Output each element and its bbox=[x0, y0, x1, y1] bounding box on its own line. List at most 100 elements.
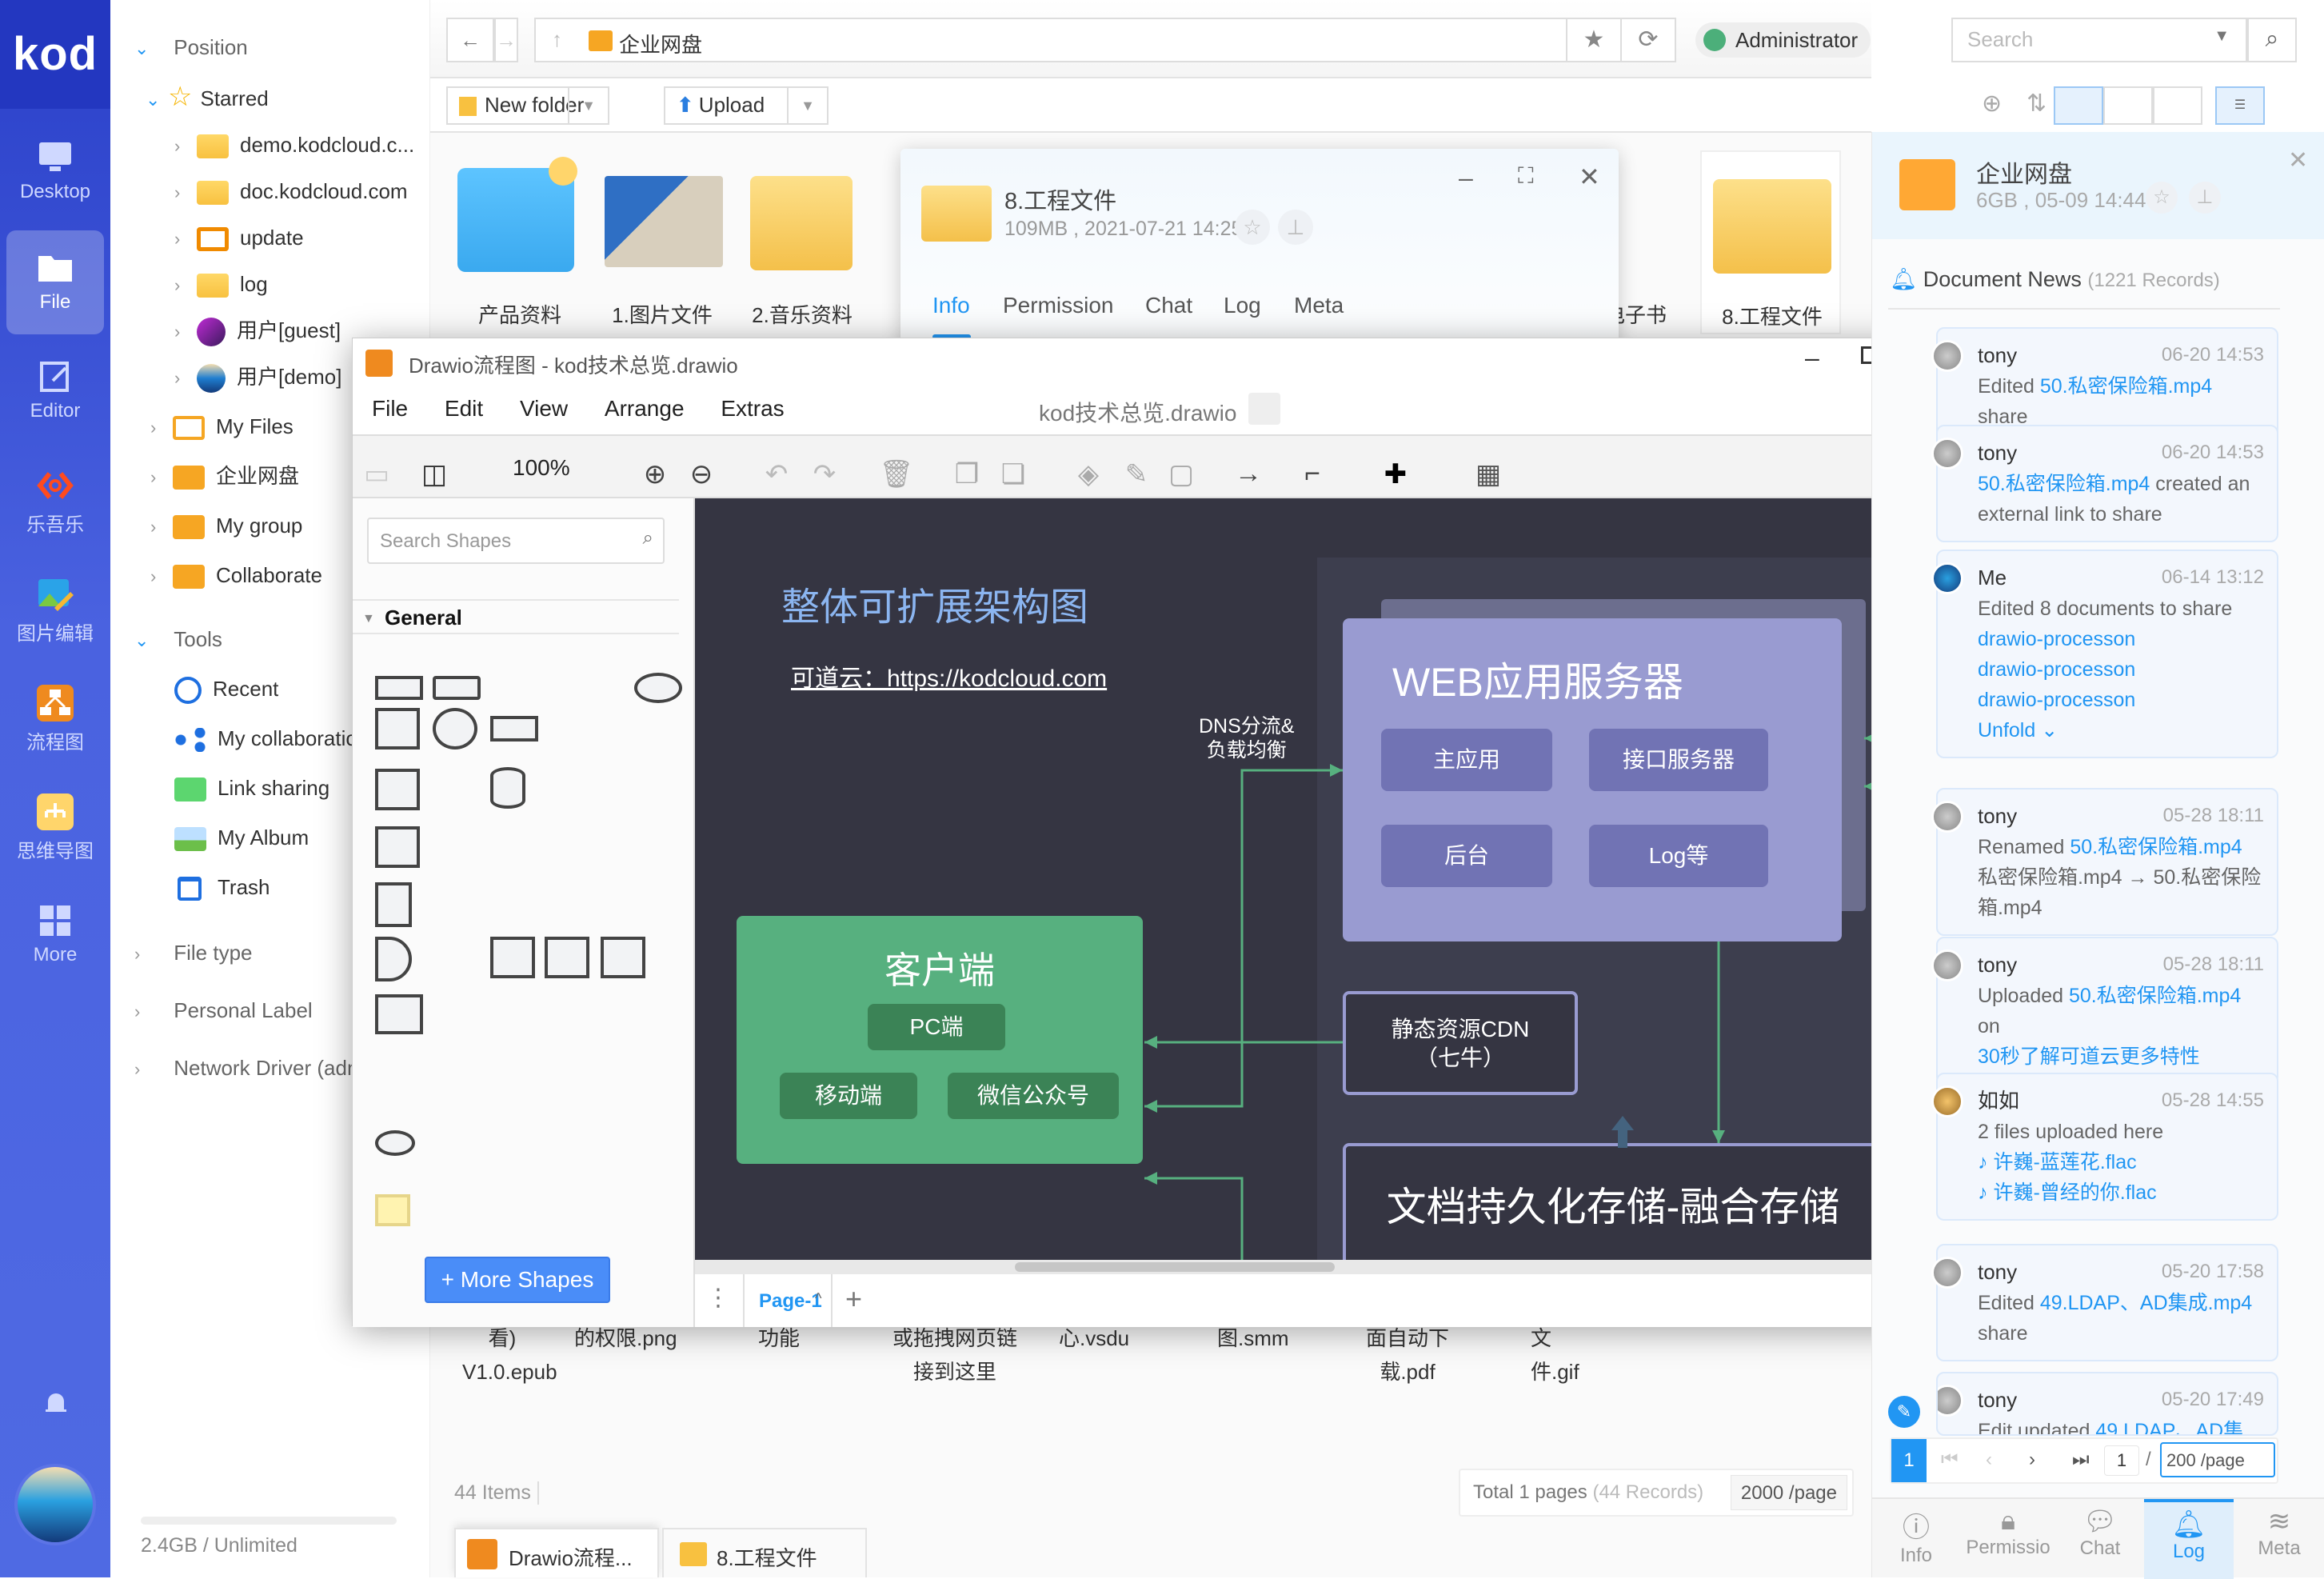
shadow-icon[interactable]: ▢ bbox=[1168, 459, 1195, 490]
minimize-button[interactable]: – bbox=[1459, 163, 1473, 192]
last-page-button[interactable]: ⏭ bbox=[2072, 1449, 2090, 1470]
menu-extras[interactable]: Extras bbox=[721, 396, 785, 421]
page-tab[interactable]: Page-1 bbox=[759, 1290, 822, 1312]
address-bar[interactable]: ↑ 企业网盘 bbox=[534, 18, 1614, 62]
file-icon-book-folder[interactable] bbox=[457, 168, 574, 272]
file-name[interactable]: 2.音乐资料 bbox=[752, 303, 853, 327]
format-panel-icon[interactable]: ◫ bbox=[421, 459, 448, 490]
folder-button[interactable] bbox=[1248, 393, 1280, 425]
tab-chat[interactable]: 💬︎Chat bbox=[2079, 1506, 2121, 1559]
tree-starred-item[interactable]: ›update bbox=[174, 218, 304, 258]
rail-desktop[interactable]: Desktop bbox=[6, 120, 104, 224]
diagram-link[interactable]: 可道云：https://kodcloud.com bbox=[791, 666, 1108, 692]
per-page-select[interactable]: 2000 /page bbox=[1730, 1475, 1847, 1510]
tree-starred-item[interactable]: ›用户[demo] bbox=[174, 357, 342, 397]
zoom-out-icon[interactable]: ⊖ bbox=[689, 459, 713, 490]
tree-starred-item[interactable]: ›log bbox=[174, 264, 268, 304]
sort-icon[interactable]: ⇅ bbox=[2027, 90, 2047, 117]
waypoints-icon[interactable]: ⌐ bbox=[1304, 458, 1320, 489]
prev-page-button[interactable]: ‹ bbox=[1986, 1449, 1992, 1470]
cdn-node[interactable]: 静态资源CDN（七牛） bbox=[1343, 991, 1578, 1095]
file-name[interactable]: 1.图片文件 bbox=[612, 303, 713, 327]
rail-le5le[interactable]: 乐吾乐 bbox=[6, 448, 104, 552]
taskbar-folder[interactable]: 8.工程文件 bbox=[662, 1528, 867, 1577]
view-list-button[interactable] bbox=[2103, 86, 2153, 125]
view-split-button[interactable] bbox=[2153, 86, 2202, 125]
tree-personal-label[interactable]: › Personal Label bbox=[134, 998, 313, 1022]
star-button[interactable]: ☆ bbox=[2146, 182, 2178, 214]
undo-icon[interactable]: ↶ bbox=[765, 459, 789, 490]
insert-icon[interactable]: ✚ bbox=[1384, 459, 1408, 490]
search-button[interactable]: ⌕ bbox=[2247, 18, 2297, 62]
favorite-button[interactable]: ★ bbox=[1566, 18, 1622, 62]
tool-collaboration[interactable]: My collaboratic bbox=[174, 718, 430, 758]
tool-album[interactable]: My Album bbox=[174, 817, 309, 857]
rail-file[interactable]: File bbox=[6, 230, 104, 334]
palette-general[interactable]: ▼General bbox=[353, 599, 679, 634]
current-page[interactable]: 1 bbox=[1891, 1439, 1927, 1482]
rail-more[interactable]: More bbox=[6, 883, 104, 987]
pages-menu-icon[interactable]: ⋮ bbox=[706, 1285, 730, 1311]
node-wechat[interactable]: 微信公众号 bbox=[948, 1073, 1119, 1119]
menu-arrange[interactable]: Arrange bbox=[604, 396, 685, 421]
fill-color-icon[interactable]: ◈ bbox=[1077, 459, 1100, 490]
search-shapes-input[interactable]: Search Shapes⌕ bbox=[367, 518, 665, 564]
tree-starred-item[interactable]: ›doc.kodcloud.com bbox=[174, 171, 408, 211]
toggle-panel-button[interactable]: ☰ bbox=[2215, 86, 2265, 125]
menu-view[interactable]: View bbox=[519, 396, 569, 421]
tool-link-sharing[interactable]: Link sharing bbox=[174, 768, 329, 808]
refresh-button[interactable]: ⟳ bbox=[1620, 18, 1676, 62]
redo-icon[interactable]: ↷ bbox=[813, 459, 837, 490]
pin-button[interactable]: ⊥ bbox=[2189, 182, 2221, 214]
tree-collaborate[interactable]: ›Collaborate bbox=[150, 555, 322, 595]
tab-log[interactable]: Log bbox=[1224, 293, 1261, 318]
tab-meta[interactable]: Meta bbox=[1294, 293, 1344, 318]
more-shapes-button[interactable]: + More Shapes bbox=[425, 1257, 610, 1303]
pin-button[interactable]: ⊥ bbox=[1278, 210, 1313, 245]
node-admin[interactable]: 后台 bbox=[1381, 825, 1552, 887]
rail-image-edit[interactable]: 图片编辑 bbox=[6, 557, 104, 661]
new-folder-button[interactable]: New folder▼ bbox=[446, 86, 609, 125]
minimize-button[interactable]: – bbox=[1805, 343, 1819, 372]
diagram-canvas[interactable]: 整体可扩展架构图 可道云：https://kodcloud.com WEB应用服… bbox=[695, 498, 1957, 1260]
horizontal-scrollbar[interactable] bbox=[695, 1260, 1970, 1274]
upload-dropdown[interactable]: ▼ bbox=[787, 88, 827, 123]
rail-editor[interactable]: Editor bbox=[6, 339, 104, 443]
tree-starred-item[interactable]: ›用户[guest] bbox=[174, 310, 341, 350]
rail-mindmap[interactable]: 思维导图 bbox=[6, 774, 104, 878]
save-icon[interactable]: ▭ bbox=[363, 459, 390, 490]
back-button[interactable]: ← bbox=[446, 18, 494, 62]
breadcrumb[interactable]: 企业网盘 bbox=[619, 33, 703, 57]
client-node[interactable]: 客户端 PC端 移动端 微信公众号 bbox=[737, 916, 1143, 1164]
node-api-server[interactable]: 接口服务器 bbox=[1589, 729, 1768, 791]
tree-tools[interactable]: ⌄ Tools bbox=[134, 627, 222, 651]
page-input[interactable]: 1 bbox=[2104, 1445, 2139, 1476]
close-panel-button[interactable]: ✕ bbox=[2288, 147, 2309, 174]
tab-meta[interactable]: ≋Meta bbox=[2258, 1506, 2301, 1559]
delete-icon[interactable]: 🗑 bbox=[879, 459, 914, 490]
line-color-icon[interactable]: ✎ bbox=[1124, 459, 1148, 490]
zoom-level[interactable]: 100% bbox=[513, 455, 570, 480]
file-thumbnail[interactable] bbox=[605, 176, 723, 267]
user-avatar[interactable] bbox=[14, 1464, 96, 1545]
rail-flowchart[interactable]: 流程图 bbox=[6, 666, 104, 770]
tab-info[interactable]: Info bbox=[932, 293, 970, 318]
node-pc[interactable]: PC端 bbox=[868, 1004, 1005, 1050]
bell-icon[interactable] bbox=[45, 1392, 67, 1416]
add-page-button[interactable]: + bbox=[845, 1282, 863, 1315]
tab-permission[interactable]: Permission bbox=[1003, 293, 1114, 318]
tree-starred[interactable]: ⌄☆Starred bbox=[146, 82, 269, 112]
file-item-selected[interactable]: 8.工程文件 bbox=[1700, 150, 1841, 334]
tool-trash[interactable]: Trash bbox=[174, 867, 270, 907]
close-button[interactable]: ✕ bbox=[1579, 162, 1600, 191]
tree-file-type[interactable]: › File type bbox=[134, 941, 253, 965]
up-arrow-icon[interactable]: ↑ bbox=[552, 27, 562, 51]
tab-chat[interactable]: Chat bbox=[1145, 293, 1193, 318]
page-tab-caret-icon[interactable]: ^ bbox=[815, 1290, 822, 1306]
folder-icon[interactable] bbox=[750, 176, 853, 270]
